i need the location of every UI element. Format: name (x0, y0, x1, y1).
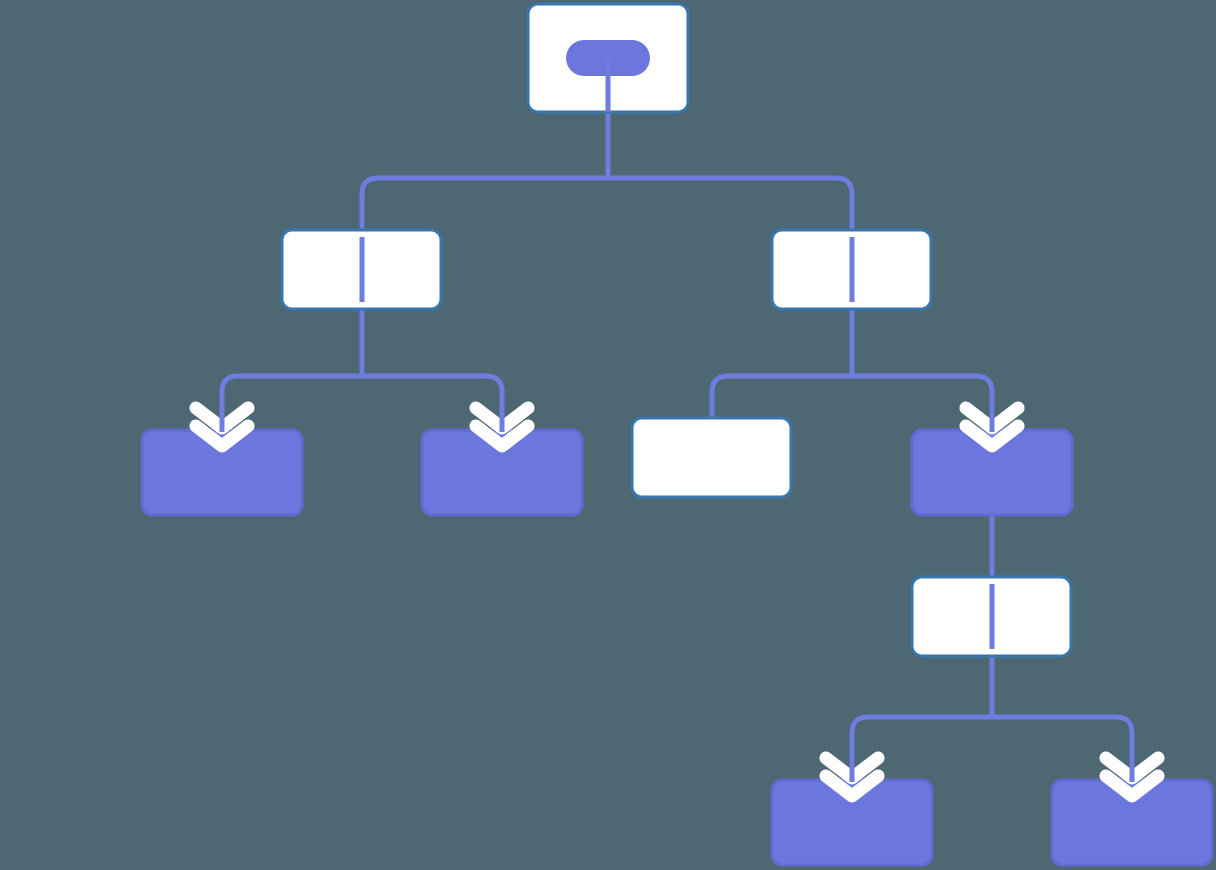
level2-leaf-one-chevron-lower (189, 419, 255, 453)
level2-white-leaf[interactable] (630, 416, 793, 499)
level2-white-leaf-box[interactable] (630, 416, 793, 499)
level2-purple-branch-node-double-chevron-down-icon (959, 390, 1025, 453)
edges-layer (219, 112, 1135, 790)
edge-level1-right-to-white-leaf (709, 373, 852, 418)
level2-leaf-one-double-chevron-down-icon (189, 390, 255, 453)
level4-leaf-one-double-chevron-down-icon (819, 740, 885, 803)
level4-leaf-two-chevron-lower (1099, 769, 1165, 803)
arrows-layer (189, 390, 1165, 803)
internal-lines-layer (359, 237, 995, 649)
edge-root-to-level1-left (359, 175, 608, 230)
root-node[interactable] (526, 2, 690, 114)
edge-root-to-level1-right (608, 175, 855, 230)
edge-level3-to-leaf2 (992, 714, 1135, 790)
level2-leaf-two-double-chevron-down-icon (469, 390, 535, 453)
edge-level3-to-leaf1 (849, 714, 992, 790)
level4-leaf-one-chevron-lower (819, 769, 885, 803)
level2-purple-branch-node-chevron-lower (959, 419, 1025, 453)
level4-leaf-two-double-chevron-down-icon (1099, 740, 1165, 803)
level2-leaf-two-chevron-lower (469, 419, 535, 453)
